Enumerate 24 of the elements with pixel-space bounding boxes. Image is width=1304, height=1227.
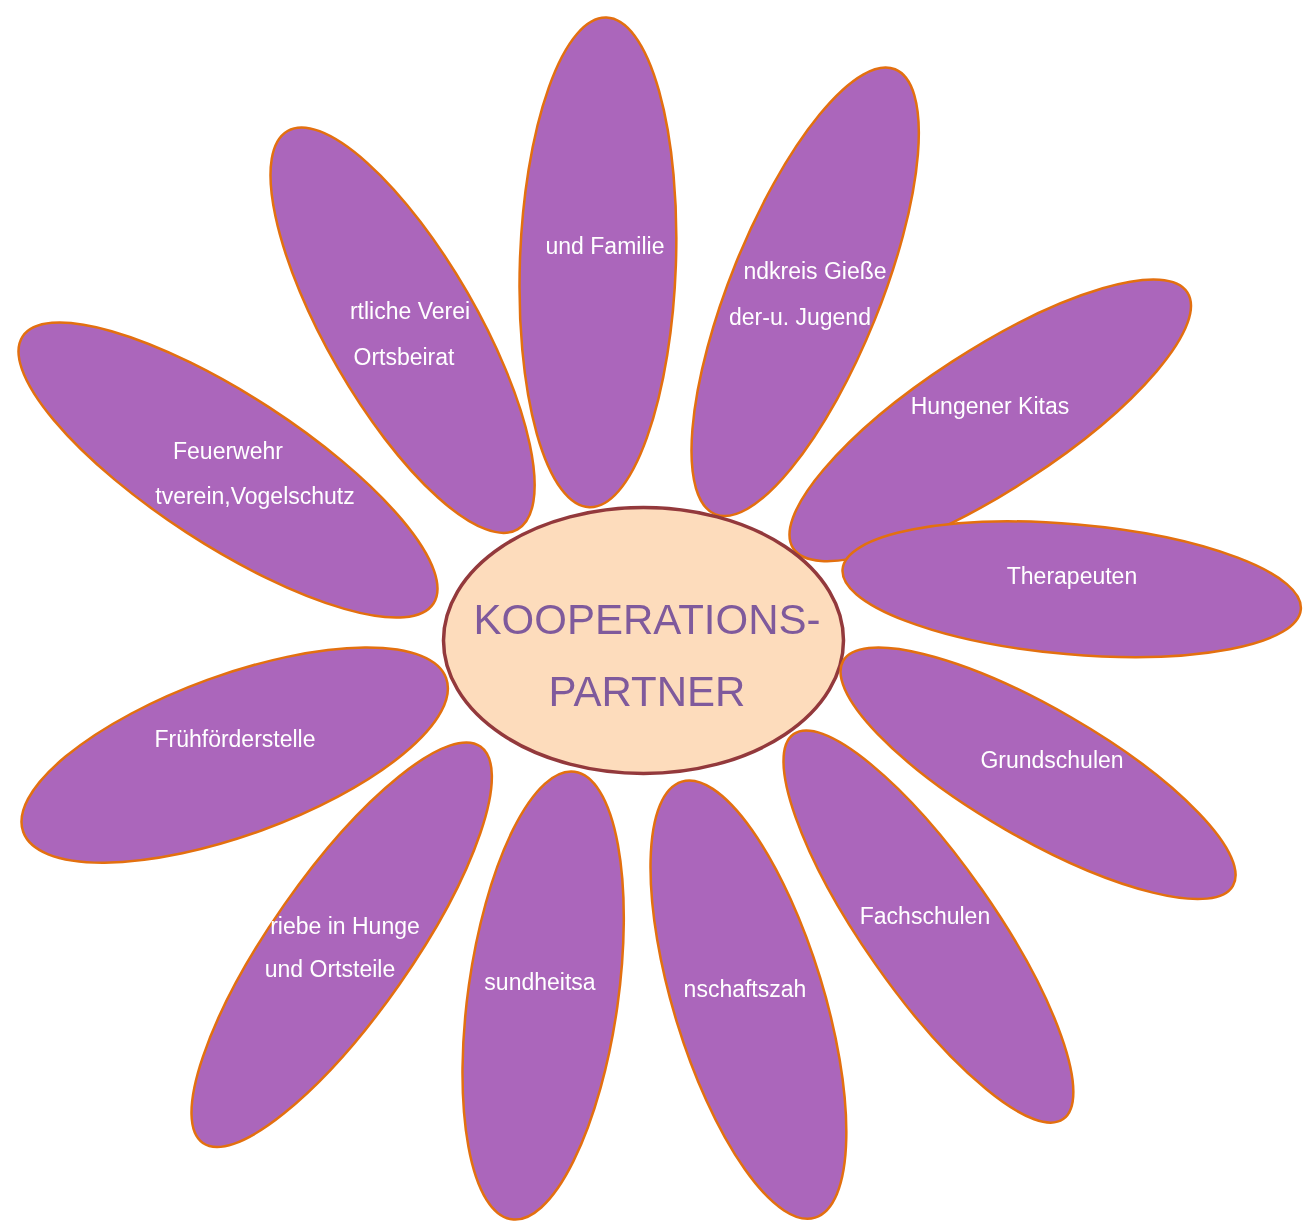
petal-ellipse bbox=[840, 518, 1304, 660]
center-ellipse bbox=[439, 503, 847, 777]
petal-label: und Familie bbox=[545, 234, 665, 260]
petal-label: nschaftszah bbox=[683, 977, 807, 1003]
petal-label: Fachschulen bbox=[859, 904, 991, 930]
petal-ellipse bbox=[19, 644, 451, 866]
petal-label: der-u. Jugend bbox=[729, 305, 871, 331]
petal-label: rtliche Verei bbox=[349, 299, 471, 325]
petal-label: sundheitsa bbox=[484, 970, 596, 996]
petal-ellipse bbox=[517, 14, 679, 510]
petal-ellipse bbox=[459, 769, 627, 1223]
petal-label: Feuerwehr bbox=[173, 439, 283, 465]
center-title: KOOPERATIONS- PARTNER bbox=[472, 595, 822, 717]
petal-label: ndkreis Gieße bbox=[743, 259, 887, 285]
petal-label: Therapeuten bbox=[1006, 564, 1138, 590]
petal-label: tverein,Vogelschutz bbox=[155, 484, 355, 510]
petal-label: Frühförderstelle bbox=[154, 727, 316, 753]
petal-label: riebe in Hunge bbox=[270, 914, 420, 940]
petal-ellipse bbox=[837, 644, 1239, 902]
petal-label: Hungener Kitas bbox=[910, 394, 1070, 420]
petal-ellipse bbox=[647, 778, 849, 1222]
petal-label: Grundschulen bbox=[980, 748, 1124, 774]
petal-label: Ortsbeirat bbox=[353, 345, 455, 371]
petal-label: und Ortsteile bbox=[264, 957, 396, 983]
